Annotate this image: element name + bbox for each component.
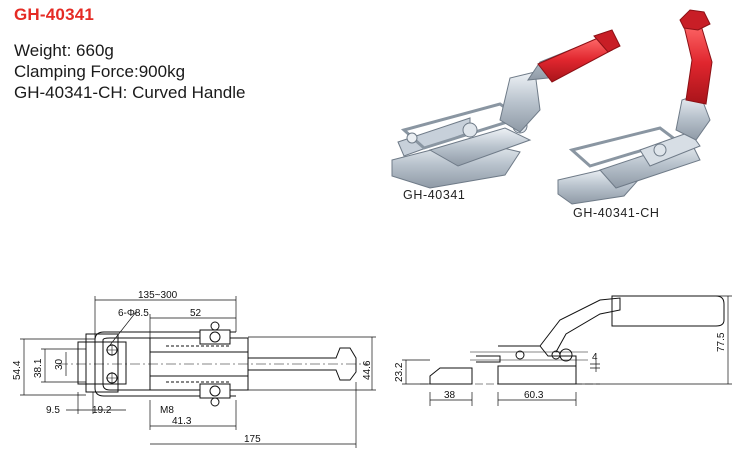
side-view-drawing [420,295,725,385]
clamp-photo-straight [391,29,621,189]
dim-52: 52 [190,308,202,319]
dim-175: 175 [244,434,261,445]
dim-holes: 6-Φ8.5 [118,308,149,319]
dim-stroke-range: 135~300 [138,290,178,301]
dim-19-2: 19.2 [92,405,112,416]
dim-23-2: 23.2 [394,362,405,382]
dim-44-6: 44.6 [362,360,373,380]
spec-weight: Weight: 660g [14,41,114,60]
dim-54-4: 54.4 [12,360,23,380]
dim-77-5: 77.5 [716,332,727,352]
photo-caption-right: GH-40341-CH [573,206,660,220]
product-title: GH-40341 [14,5,95,24]
dim-60-3: 60.3 [524,390,544,401]
top-view-drawing [58,321,368,407]
dim-4: 4 [592,352,598,363]
dim-9-5: 9.5 [46,405,60,416]
spec-list: Weight: 660g Clamping Force:900kg GH-403… [14,40,246,103]
dim-38: 38 [444,390,456,401]
dim-m8: M8 [160,405,174,416]
clamp-photo-curved [557,9,713,205]
spec-variant: GH-40341-CH: Curved Handle [14,83,246,102]
dim-41-3: 41.3 [172,416,192,427]
top-view-dim-lines [20,296,376,448]
dim-30: 30 [54,358,65,370]
photo-caption-left: GH-40341 [403,188,465,202]
side-view-dim-lines [402,295,732,406]
dim-38-1: 38.1 [33,358,44,378]
spec-clamping-force: Clamping Force:900kg [14,62,186,81]
